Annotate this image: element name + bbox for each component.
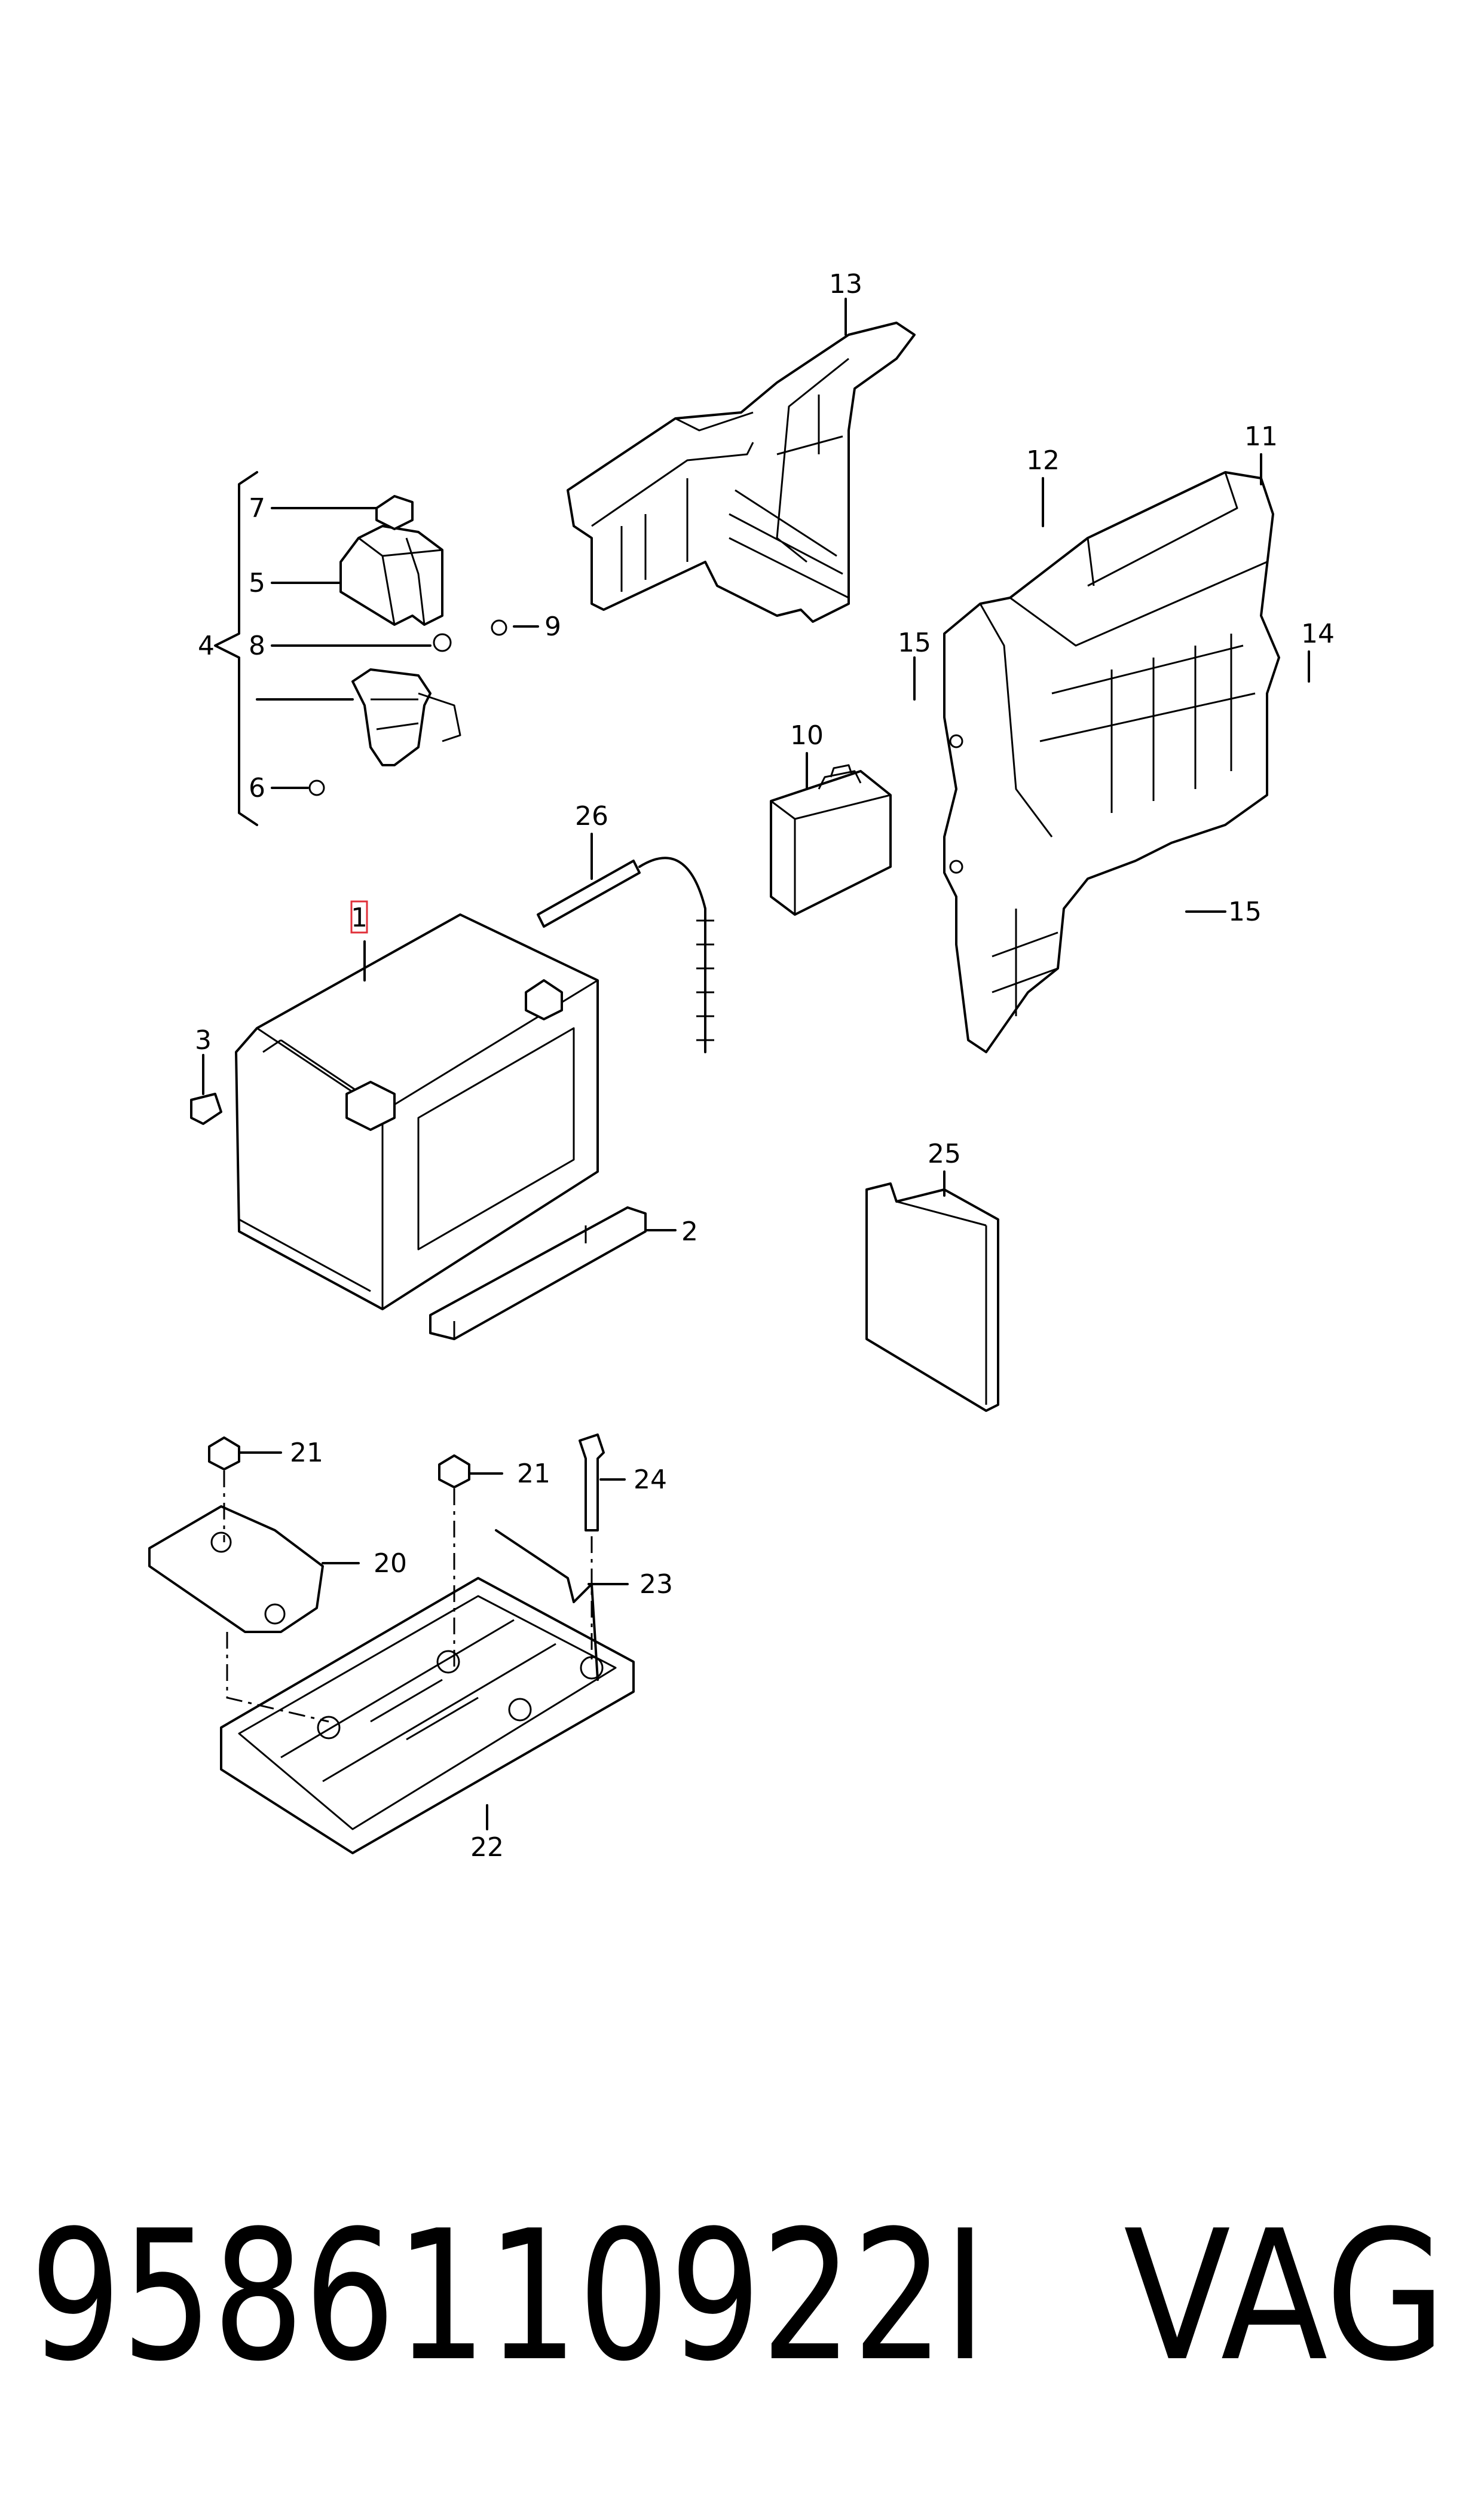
cable-26 (537, 857, 714, 1053)
battery-1 (190, 913, 647, 1340)
callout-25: 25 (928, 1139, 961, 1169)
highlight-box (350, 900, 368, 934)
callout-15-right: 15 (1228, 897, 1262, 927)
callout-10: 10 (790, 720, 824, 751)
callout-15-top: 15 (898, 628, 931, 658)
bracket-13 (567, 322, 916, 623)
callout-12: 12 (1026, 445, 1060, 476)
callout-9: 9 (544, 612, 561, 642)
callout-13: 13 (829, 269, 862, 299)
relay-assembly-4 (214, 471, 507, 826)
callout-5: 5 (249, 568, 265, 598)
callout-20: 20 (374, 1548, 407, 1579)
callout-24: 24 (634, 1465, 667, 1495)
callout-22: 22 (470, 1832, 504, 1863)
pad-25 (865, 1182, 999, 1412)
callout-8: 8 (249, 631, 265, 661)
leader-lines (202, 298, 1310, 1830)
callout-26: 26 (575, 801, 608, 831)
part-number: 9586110922I (30, 2192, 986, 2401)
callout-7: 7 (249, 493, 265, 524)
callout-2: 2 (681, 1216, 698, 1247)
callout-3: 3 (195, 1025, 212, 1056)
callout-23: 23 (640, 1569, 673, 1600)
callout-11: 11 (1244, 421, 1278, 452)
control-unit-10 (770, 764, 892, 916)
callout-6: 6 (249, 773, 265, 803)
callout-labels: 1 2 3 4 5 6 7 8 9 10 11 12 13 14 15 15 2… (195, 269, 1335, 1863)
battery-tray-22 (148, 1433, 635, 1854)
bracket-11 (943, 471, 1280, 1053)
callout-21-left: 21 (290, 1438, 323, 1468)
callout-21-right: 21 (517, 1459, 550, 1489)
callout-1: 1 (351, 903, 368, 933)
callout-14: 14 (1301, 619, 1335, 649)
brand-label: VAG (1124, 2192, 1446, 2401)
callout-4: 4 (198, 631, 215, 661)
